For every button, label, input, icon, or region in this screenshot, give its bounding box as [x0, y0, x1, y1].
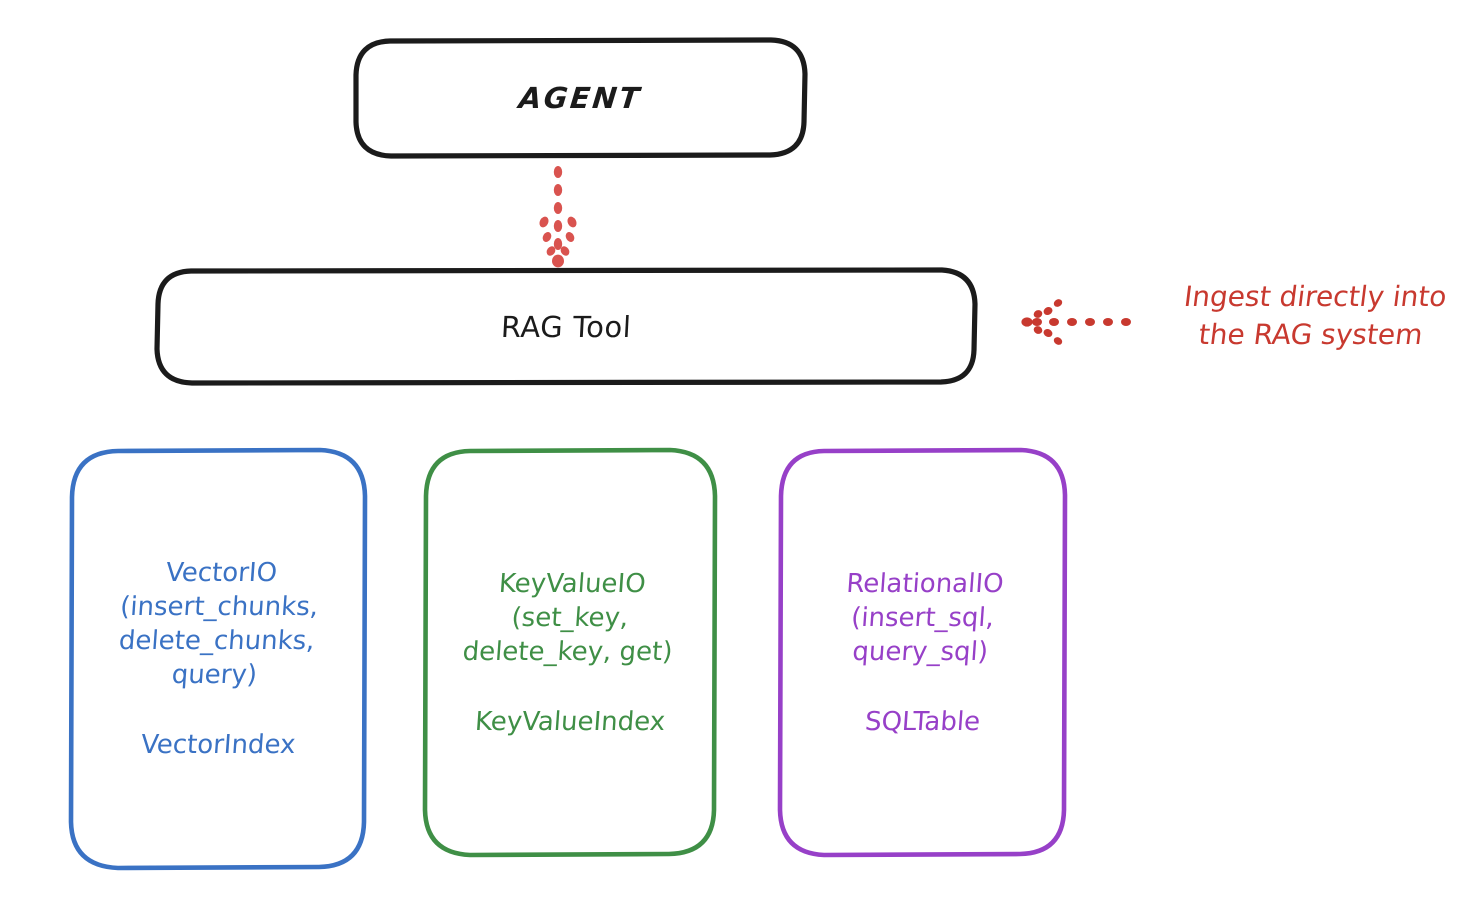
relational-io-title: RelationalIO (insert_sql, query_sql): [845, 568, 1005, 667]
vector-io-box-outline: [68, 447, 368, 871]
ingest-annotation-arrow: [1021, 299, 1131, 345]
rag-tool-box-outline: [154, 267, 978, 386]
agent-label: AGENT: [516, 81, 644, 115]
rag-tool-node[interactable]: RAG Tool: [157, 270, 975, 383]
key-value-io-node[interactable]: KeyValueIO (set_key, delete_key, get) Ke…: [425, 450, 715, 855]
vector-io-index: VectorIndex: [139, 730, 297, 760]
key-value-io-box-outline: [422, 447, 718, 858]
key-value-io-index: KeyValueIndex: [473, 706, 667, 737]
key-value-io-title: KeyValueIO (set_key, delete_key, get): [461, 568, 674, 667]
vector-io-node[interactable]: VectorIO (insert_chunks, delete_chunks, …: [70, 450, 366, 868]
ingest-annotation-label: Ingest directly into the RAG system: [1182, 280, 1449, 351]
agent-to-rag-tool-arrow: [539, 166, 577, 268]
rag-tool-label: RAG Tool: [499, 309, 633, 344]
vector-io-title: VectorIO (insert_chunks, delete_chunks, …: [117, 558, 320, 690]
agent-node[interactable]: AGENT: [355, 40, 805, 156]
relational-io-box-outline: [777, 447, 1068, 858]
agent-box-outline: [353, 37, 808, 159]
relational-io-index: SQLTable: [863, 706, 982, 737]
relational-io-node[interactable]: RelationalIO (insert_sql, query_sql) SQL…: [780, 450, 1065, 855]
